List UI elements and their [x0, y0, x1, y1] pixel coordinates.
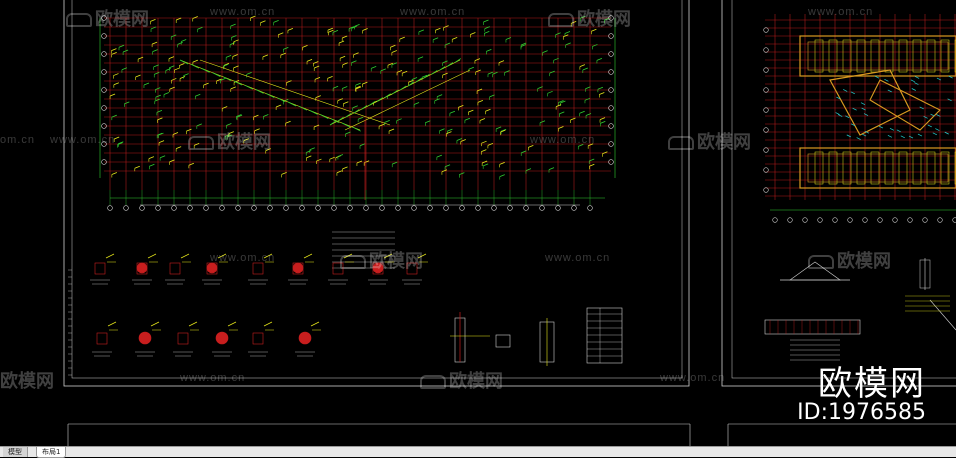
watermark-url: www.om.cn: [50, 134, 116, 146]
watermark-url: www.om.cn: [545, 252, 611, 264]
tab-layout-1[interactable]: 布局1: [36, 447, 67, 458]
watermark-brand: 欧模网: [188, 128, 271, 154]
watermark-logo-icon: [420, 375, 446, 389]
watermark-brand: 欧模网: [66, 5, 149, 31]
watermark-brand: 欧模网: [668, 128, 751, 154]
watermark-url: www.om.cn: [210, 6, 276, 18]
watermark-logo-icon: [548, 13, 574, 27]
watermark-logo-icon: [188, 136, 214, 150]
watermark-brand: 欧模网: [0, 371, 54, 392]
watermark-brand: 欧模网: [808, 247, 891, 273]
watermark-brand: 欧模网: [548, 5, 631, 31]
watermark-url: www.om.cn: [400, 6, 466, 18]
watermark-url: www.om.cn: [180, 372, 246, 384]
watermark-logo-icon: [668, 136, 694, 150]
cad-drawing-canvas[interactable]: [0, 0, 956, 446]
asset-id-label: ID:1976585: [797, 400, 926, 425]
watermark-url: www.om.cn: [210, 252, 276, 264]
brand-logo-text: 欧模网: [818, 364, 926, 404]
watermark-logo-icon: [340, 255, 366, 269]
tab-model[interactable]: 模型: [3, 447, 28, 457]
layout-tab-bar: 模型 布局1: [0, 446, 956, 458]
watermark-logo-icon: [66, 13, 92, 27]
watermark-url: www.om.cn: [660, 372, 726, 384]
watermark-brand: 欧模网: [420, 367, 503, 393]
watermark-logo-icon: [808, 255, 834, 269]
watermark-url: www.om.cn: [808, 6, 874, 18]
watermark-brand: 欧模网: [340, 247, 423, 273]
watermark-url: om.cn: [0, 134, 35, 146]
watermark-url: www.om.cn: [530, 134, 596, 146]
